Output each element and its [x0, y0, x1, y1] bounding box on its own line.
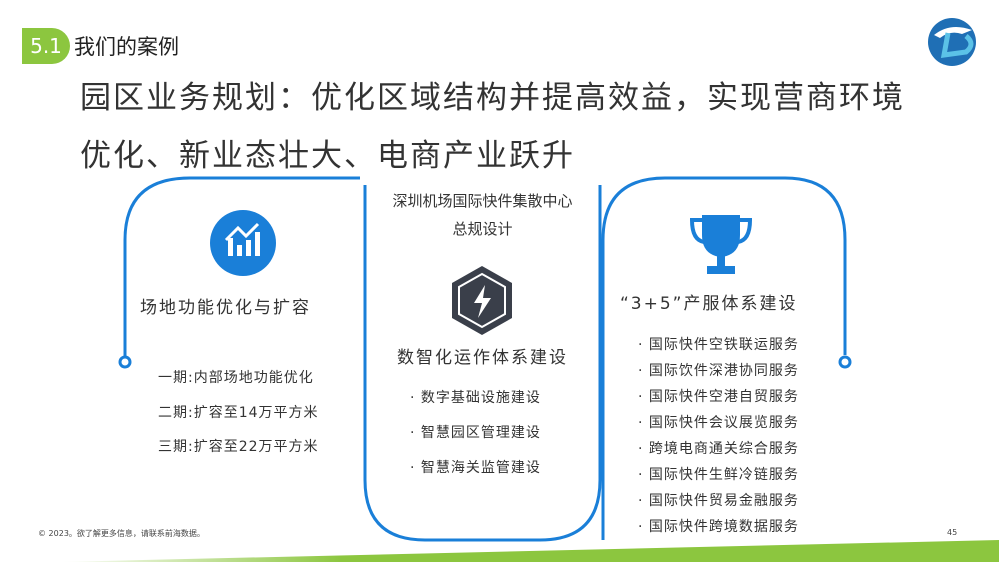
headline-line1: 园区业务规划：优化区域结构并提高效益，实现营商环境	[80, 80, 905, 116]
page-number: 45	[947, 528, 958, 537]
chart-up-icon	[210, 210, 276, 276]
left-frame-dot	[118, 355, 132, 369]
trophy-icon	[689, 215, 753, 274]
right-frame-dot	[838, 355, 852, 369]
green-footer-bar	[60, 540, 999, 562]
right-item: · 国际快件生鲜冷链服务	[638, 467, 799, 483]
right-frame	[601, 176, 847, 540]
lightning-icon	[452, 266, 512, 335]
right-list: · 国际快件空铁联运服务 · 国际饮件深港协同服务 · 国际快件空港自贸服务 ·…	[638, 334, 799, 542]
right-item: · 国际快件空港自贸服务	[638, 389, 799, 405]
center-frame	[363, 185, 602, 542]
section-number-badge: 5.1	[22, 28, 70, 64]
footer-text: © 2023。欲了解更多信息，请联系前海数据。	[38, 529, 205, 538]
right-item: · 国际快件跨境数据服务	[638, 519, 799, 535]
left-title: 场地功能优化与扩容	[140, 298, 311, 318]
right-item: · 国际饮件深港协同服务	[638, 363, 799, 379]
center-item: · 智慧园区管理建设	[410, 425, 541, 441]
right-item: · 国际快件贸易金融服务	[638, 493, 799, 509]
right-item: · 国际快件会议展览服务	[638, 415, 799, 431]
center-title: 数智化运作体系建设	[397, 348, 568, 368]
left-frame	[123, 176, 360, 358]
left-item: 三期:扩容至22万平方米	[158, 439, 319, 455]
headline-line2: 优化、新业态壮大、电商产业跃升	[80, 138, 575, 174]
center-item: · 数字基础设施建设	[410, 390, 541, 406]
center-top-line1: 深圳机场国际快件集散中心	[392, 192, 573, 210]
section-title: 我们的案例	[74, 35, 179, 59]
logo	[928, 18, 976, 66]
center-item: · 智慧海关监管建设	[410, 460, 541, 476]
center-top-line2: 总规设计	[452, 220, 513, 238]
right-item: · 国际快件空铁联运服务	[638, 337, 799, 353]
left-item: 一期:内部场地功能优化	[158, 370, 314, 386]
right-title: “3+5”产服体系建设	[620, 294, 798, 314]
left-item: 二期:扩容至14万平方米	[158, 405, 319, 421]
right-item: · 跨境电商通关综合服务	[638, 441, 799, 457]
